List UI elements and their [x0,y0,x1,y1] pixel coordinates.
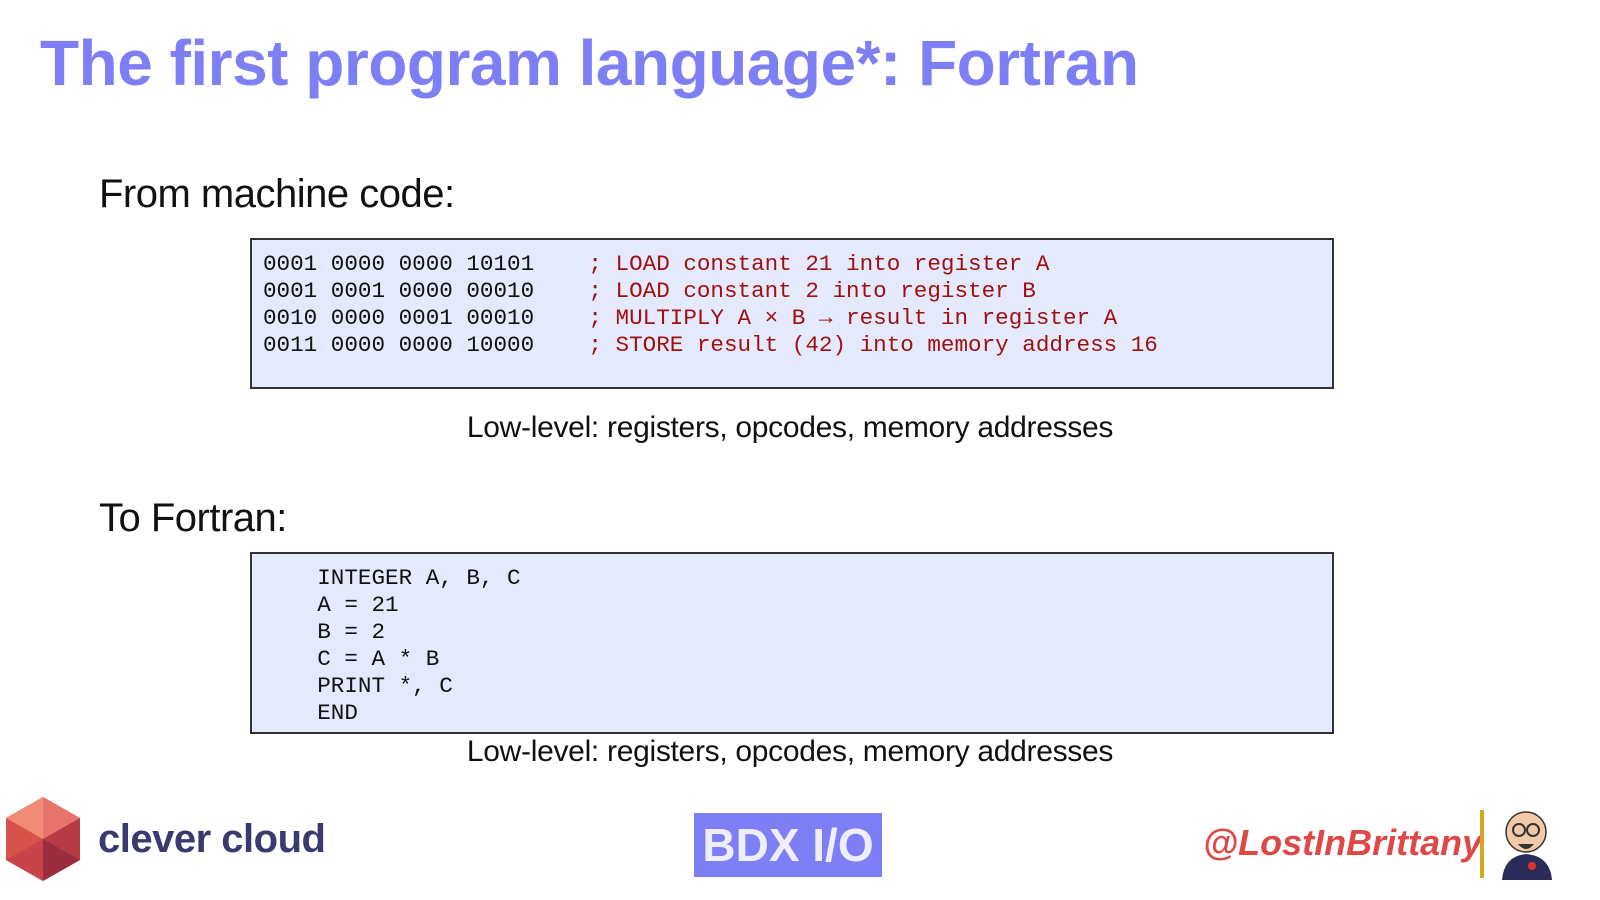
bdx-io-wordmark: BDX I/O [702,819,874,871]
code-line: B = 2 [263,619,386,645]
fortran-code-block: INTEGER A, B, C A = 21 B = 2 C = A * B P… [250,552,1334,734]
code-line: 0001 0001 0000 00010 ; LOAD constant 2 i… [263,278,1332,305]
caption-fortran: Low-level: registers, opcodes, memory ad… [466,735,1114,768]
code-line: INTEGER A, B, C [263,565,521,591]
clever-cloud-logo: clever cloud [6,797,326,881]
code-text: 0010 0000 0001 00010 [263,305,589,331]
code-comment: ; LOAD constant 21 into register A [588,251,1050,277]
clever-cloud-gem-icon [6,797,80,881]
code-line: PRINT *, C [263,673,453,699]
code-line: END [263,700,358,726]
slide-title: The first program language*: Fortran [40,27,1139,99]
code-text: 0001 0000 0000 10101 [263,251,589,277]
section-heading-machine-code: From machine code: [99,172,455,216]
section-heading-fortran: To Fortran: [99,496,287,540]
code-text: 0001 0001 0000 00010 [263,278,589,304]
code-comment: ; LOAD constant 2 into register B [588,278,1036,304]
code-line: 0001 0000 0000 10101 ; LOAD constant 21 … [263,251,1332,278]
avatar-illustration [1480,810,1552,880]
code-line: 0011 0000 0000 10000 ; STORE result (42)… [263,332,1332,359]
code-comment: ; MULTIPLY A × B → result in register A [588,305,1118,331]
clever-cloud-wordmark: clever cloud [98,816,326,861]
twitter-handle: @LostInBrittany [1203,822,1483,863]
code-line: 0010 0000 0001 00010 ; MULTIPLY A × B → … [263,305,1332,332]
code-line: A = 21 [263,592,399,618]
code-text: 0011 0000 0000 10000 [263,332,589,358]
caption-machine-code: Low-level: registers, opcodes, memory ad… [466,411,1114,444]
machine-code-block: 0001 0000 0000 10101 ; LOAD constant 21 … [250,238,1334,389]
code-line: C = A * B [263,646,440,672]
code-comment: ; STORE result (42) into memory address … [588,332,1158,358]
bdx-io-logo: BDX I/O [694,813,882,877]
